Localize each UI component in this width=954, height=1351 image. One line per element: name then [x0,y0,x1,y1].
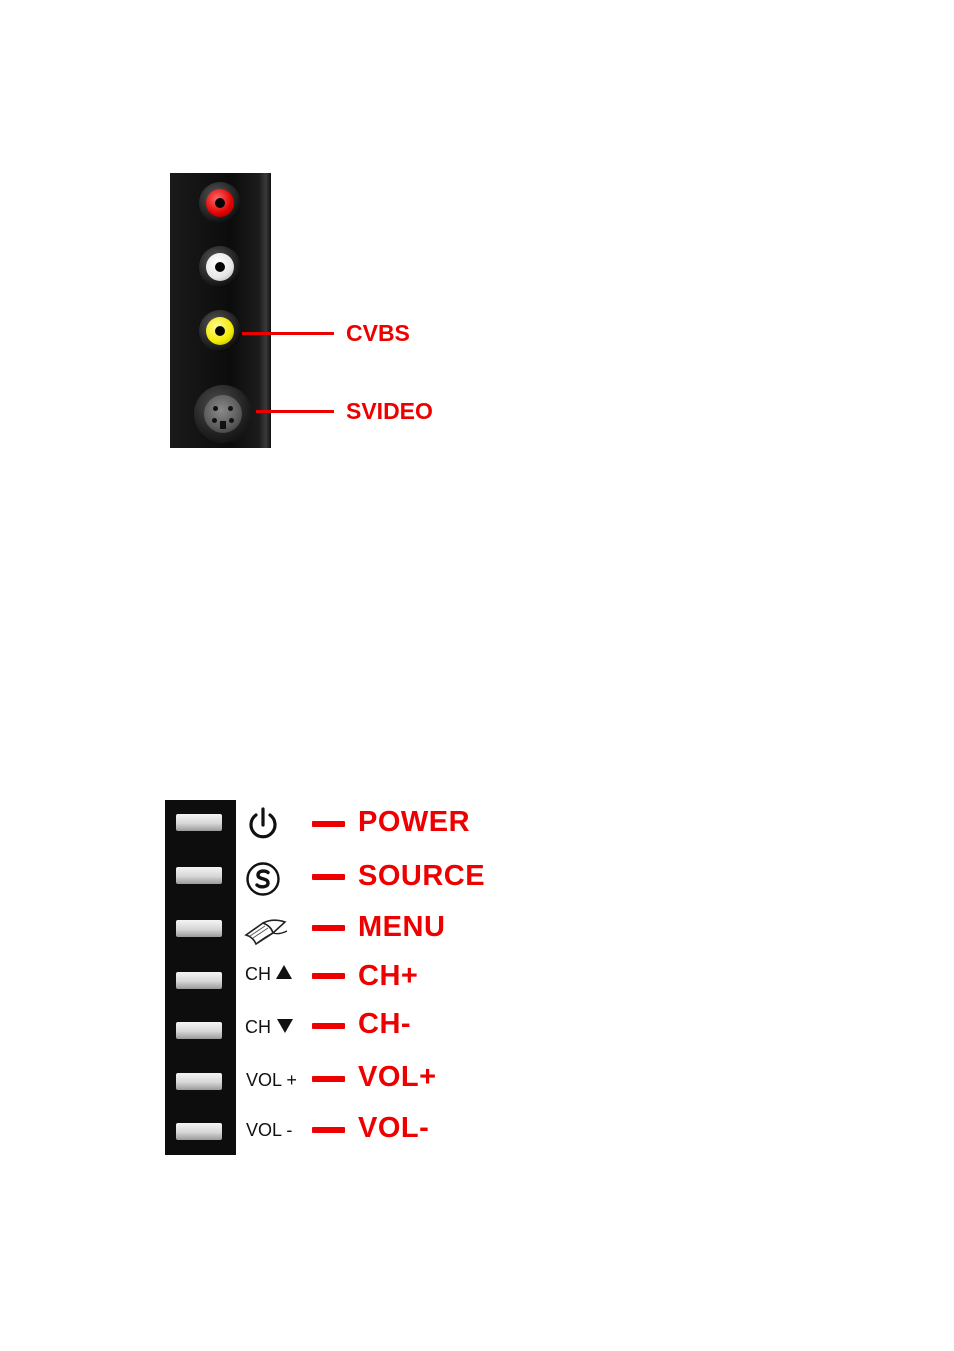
cvbs-leader-line [242,332,334,335]
menu-label: MENU [358,911,445,943]
ch-down-hardware-button [176,1022,222,1039]
source-dash [312,874,345,880]
vol-down-dash [312,1127,345,1133]
vol-up-hardware-button [176,1073,222,1090]
red-rca-jack [199,182,241,224]
triangle-down-icon [276,1018,294,1034]
ch-up-label: CH+ [358,960,418,992]
triangle-up-icon [275,964,293,980]
ch-up-legend: CH [245,964,271,984]
power-dash [312,821,345,827]
ch-up-dash [312,973,345,979]
vol-up-label: VOL+ [358,1061,437,1093]
menu-dash [312,925,345,931]
vol-down-label: VOL- [358,1112,429,1144]
ch-down-dash [312,1023,345,1029]
power-hardware-button [176,814,222,831]
ch-down-label: CH- [358,1008,411,1040]
vol-up-dash [312,1076,345,1082]
ch-down-legend: CH [245,1017,271,1037]
svideo-jack [194,385,252,443]
av-connector-panel [170,173,271,448]
vol-down-legend: VOL - [246,1120,292,1140]
cvbs-label: CVBS [346,320,410,346]
vol-up-legend: VOL + [246,1070,297,1090]
yellow-rca-jack [199,310,241,352]
open-book-icon [243,915,289,945]
power-icon [245,805,281,843]
svideo-label: SVIDEO [346,398,433,424]
svideo-leader-line [256,410,334,413]
menu-hardware-button [176,920,222,937]
source-hardware-button [176,867,222,884]
front-button-panel [165,800,236,1155]
ch-up-hardware-button [176,972,222,989]
source-label: SOURCE [358,860,485,892]
source-s-icon [243,861,283,897]
power-label: POWER [358,806,470,838]
white-rca-jack [199,246,241,288]
vol-down-hardware-button [176,1123,222,1140]
